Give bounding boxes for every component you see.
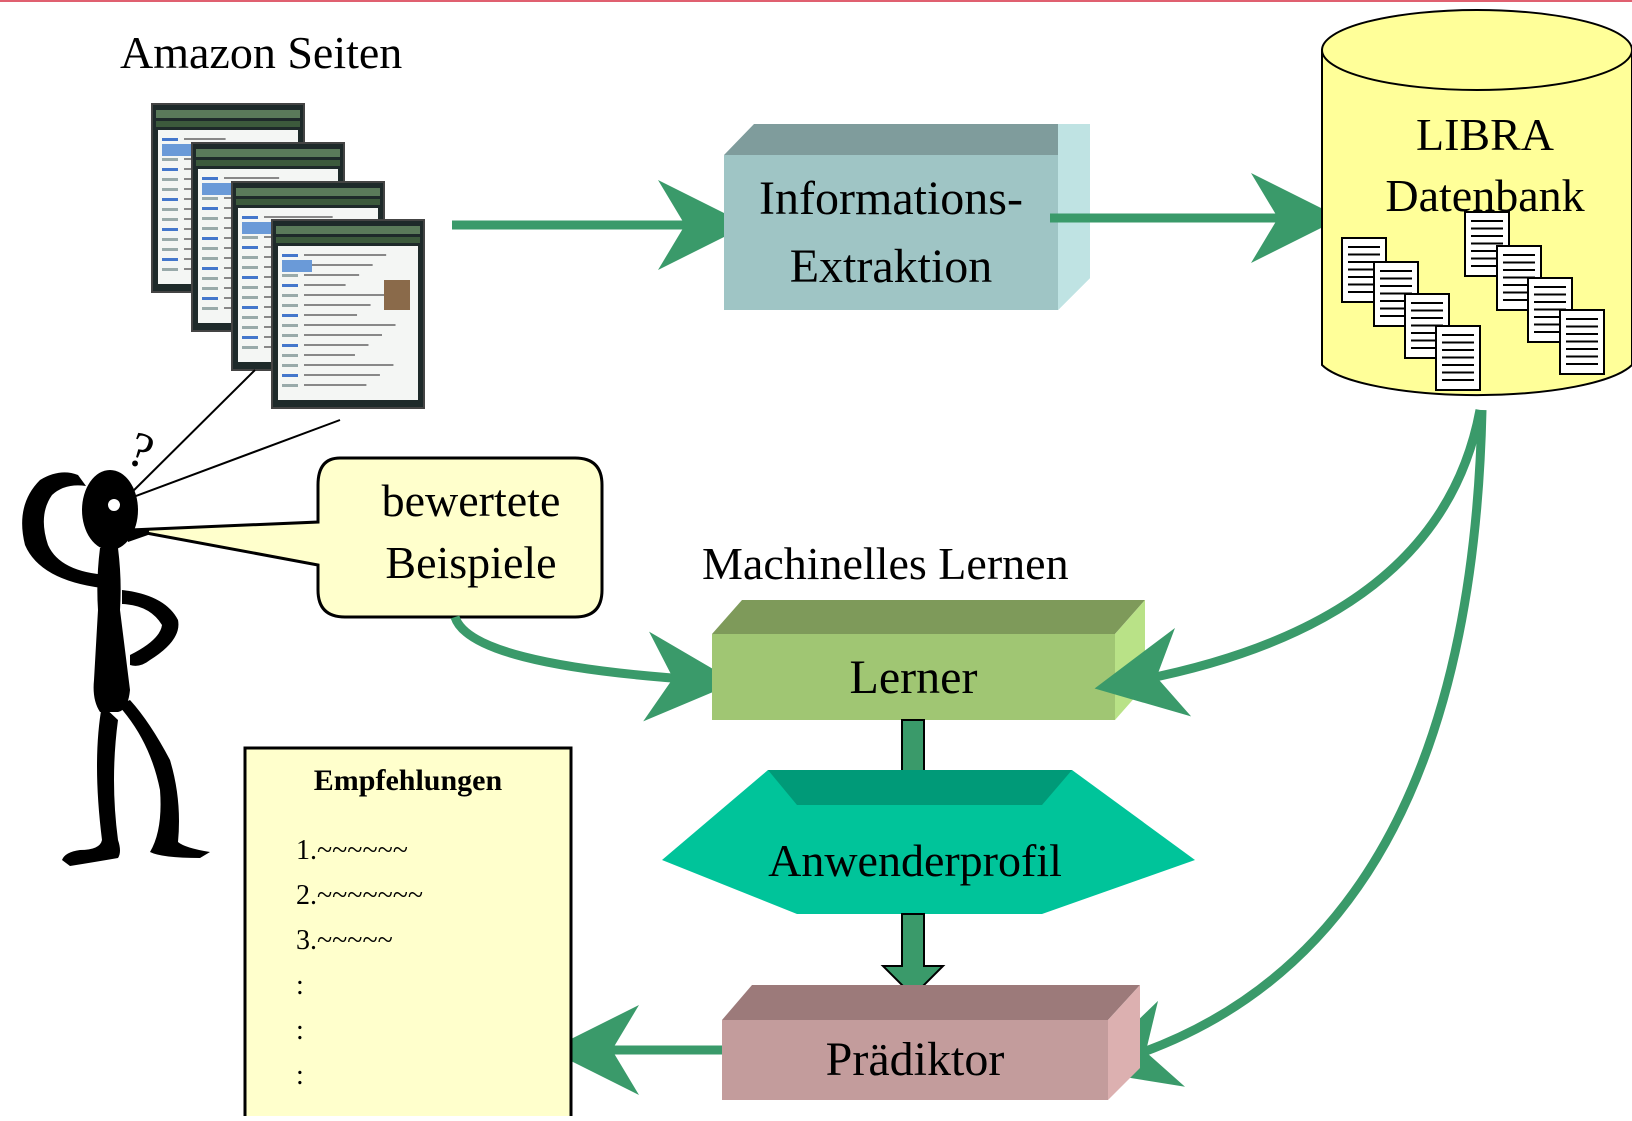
extraction-box-top bbox=[724, 124, 1090, 155]
recommendations-list: 1.~~~~~~ 2.~~~~~~~ 3.~~~~~ : : : bbox=[296, 828, 423, 1098]
gaze-line-1 bbox=[117, 369, 256, 507]
list-item: : bbox=[296, 1060, 304, 1091]
speech-bubble bbox=[129, 456, 604, 619]
recommendations-title: Empfehlungen bbox=[313, 764, 503, 797]
profile-hexagon bbox=[662, 770, 1195, 914]
arrow-db-to-learner bbox=[1094, 409, 1485, 717]
document-stack-icon bbox=[1341, 211, 1605, 391]
bubble-label-line2: Beispiele bbox=[385, 537, 557, 588]
extraction-label-line1: Informations- bbox=[759, 172, 1023, 225]
database-label-line2: Datenbank bbox=[1385, 170, 1585, 221]
list-item: : bbox=[296, 970, 304, 1001]
arrow-profile-to-predictor bbox=[880, 913, 946, 998]
database-label-line1: LIBRA bbox=[1416, 109, 1554, 160]
list-item: 1.~~~~~~ bbox=[296, 835, 408, 866]
list-item: 3.~~~~~ bbox=[296, 925, 393, 956]
extraction-label-line2: Extraktion bbox=[789, 240, 993, 293]
thinking-person-icon bbox=[22, 470, 210, 866]
document-icon bbox=[1373, 261, 1419, 327]
arrow-bubble-to-learner bbox=[450, 615, 736, 722]
gaze-line-2 bbox=[124, 419, 341, 501]
predictor-box bbox=[722, 985, 1140, 1100]
extraction-box-front bbox=[724, 155, 1058, 310]
bubble-label-line1: bewertete bbox=[381, 475, 561, 526]
document-icon bbox=[1435, 325, 1481, 391]
profile-label: Anwenderprofil bbox=[768, 835, 1062, 886]
web-page-stack-icon bbox=[151, 103, 425, 409]
document-icon bbox=[1559, 309, 1605, 375]
web-page-thumbnail bbox=[271, 219, 425, 409]
amazon-pages-title: Amazon Seiten bbox=[120, 27, 403, 78]
learner-label: Lerner bbox=[849, 651, 978, 704]
predictor-label: Prädiktor bbox=[825, 1033, 1005, 1086]
recommendations-box bbox=[243, 746, 573, 1121]
list-item: : bbox=[296, 1015, 304, 1046]
arrow-db-to-predictor bbox=[1085, 409, 1487, 1087]
ml-title: Machinelles Lernen bbox=[702, 538, 1069, 589]
list-item: 2.~~~~~~~ bbox=[296, 880, 424, 911]
